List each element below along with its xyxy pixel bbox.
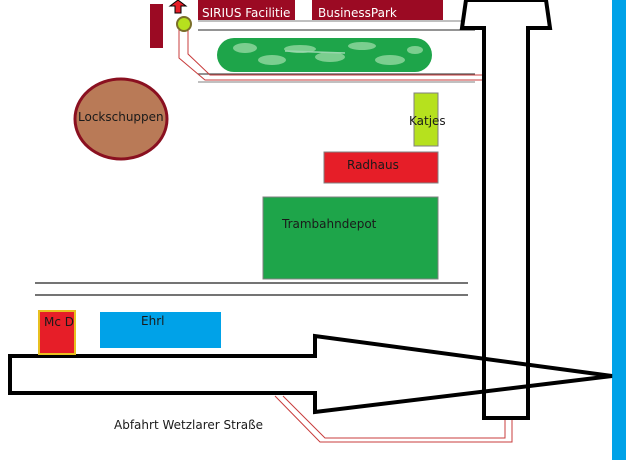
business-park-building [312, 0, 443, 20]
mcd-building [38, 310, 76, 355]
katjes-building [413, 92, 439, 147]
ehrl-label: Ehrl [141, 314, 165, 328]
northbound-road-arrow [459, 0, 553, 420]
sirius-building [198, 0, 295, 20]
park-texture [233, 42, 423, 65]
radhaus-building [323, 151, 439, 184]
lockschuppen-label: Lockschuppen [78, 110, 164, 124]
mcd-label: Mc D [44, 315, 75, 329]
sirius-label: SIRIUS Facilitie [202, 6, 291, 20]
katjes-label: Katjes [409, 114, 446, 128]
trambahndepot-label: Trambahndepot [282, 217, 377, 231]
exit-label: Abfahrt Wetzlarer Straße [114, 418, 264, 432]
river-boundary [612, 0, 626, 460]
up-arrow-icon [168, 0, 188, 14]
radhaus-label: Radhaus [347, 158, 399, 172]
eastbound-road-arrow [8, 333, 613, 415]
gate-pillar [150, 4, 163, 48]
lockschuppen-building [73, 77, 169, 161]
business-park-label: BusinessPark [318, 6, 397, 20]
trambahndepot-building [262, 196, 439, 280]
ehrl-building [100, 312, 221, 348]
pin-icon [176, 16, 192, 32]
